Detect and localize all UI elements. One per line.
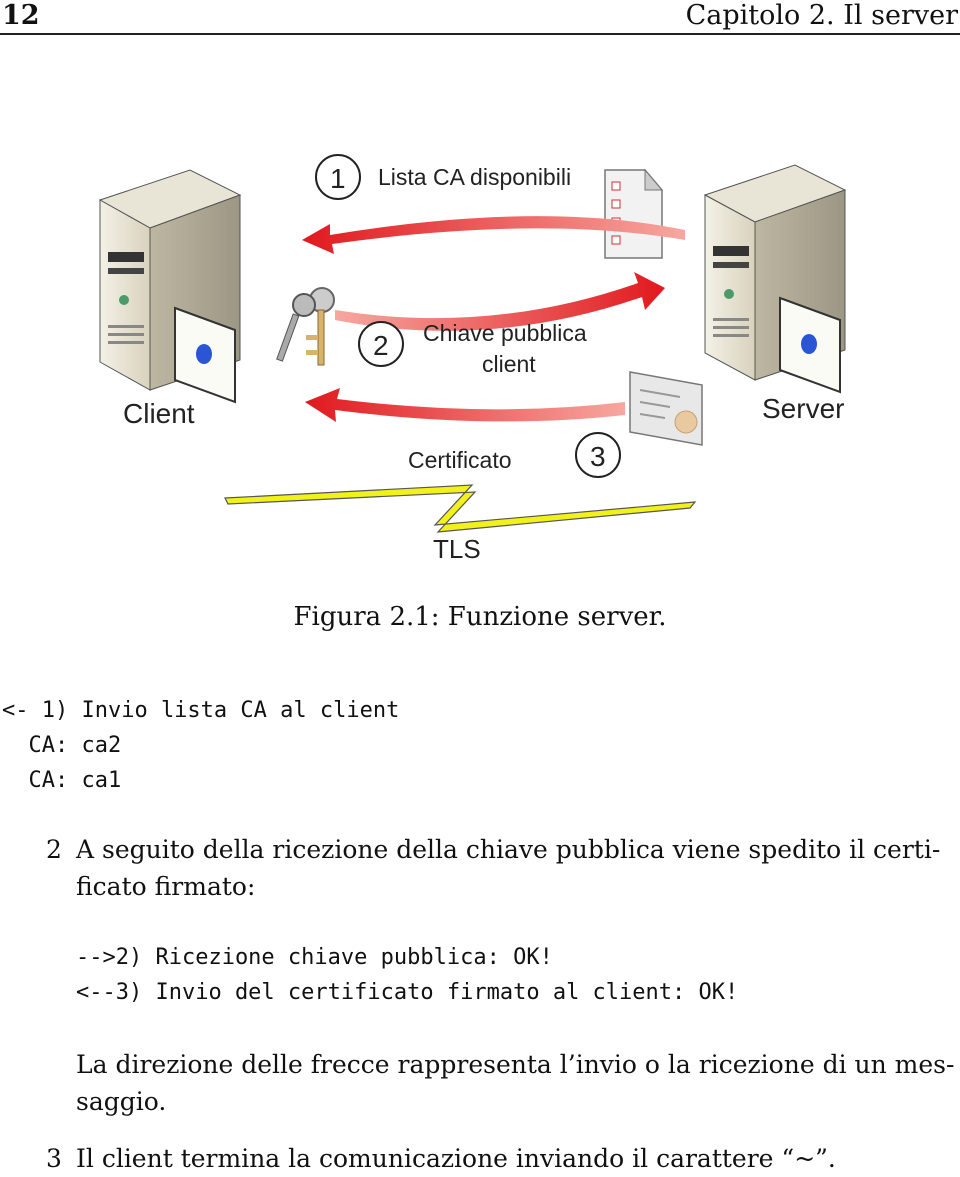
step-3-circle — [575, 432, 621, 478]
step-2-number: 2 — [373, 330, 389, 361]
list-number: 3 — [46, 1144, 62, 1173]
text-line: ficato firmato: — [76, 872, 256, 901]
text-line: A seguito della ricezione della chiave p… — [76, 835, 941, 864]
tls-handshake-figure: Client Server 1 Lista CA disponibili — [98, 154, 847, 564]
step-2-circle — [358, 321, 404, 367]
text-line: saggio. — [76, 1087, 167, 1116]
step-3-label: Certificato — [408, 447, 512, 473]
client-server-icon — [98, 169, 242, 404]
figure-caption: Figura 2.1: Funzione server. — [293, 602, 667, 632]
step-2-label-line1: Chiave pubblica — [423, 320, 587, 346]
step-2-label-line2: client — [482, 351, 536, 377]
list-number: 2 — [46, 835, 62, 864]
code-line: <- 1) Invio lista CA al client — [2, 698, 400, 723]
arrow-server-to-client-3 — [305, 388, 625, 422]
client-label: Client — [123, 398, 195, 429]
document-list-icon — [604, 168, 664, 259]
paragraph: La direzione delle frecce rappresenta l’… — [76, 1046, 954, 1120]
certificate-icon — [629, 371, 703, 446]
step-1-number: 1 — [330, 163, 346, 194]
list-item-text: Il client termina la comunicazione invia… — [76, 1144, 836, 1173]
server-machine-icon — [703, 164, 847, 394]
tls-lightning-icon — [224, 484, 697, 533]
code-line: -->2) Ricezione chiave pubblica: OK! — [76, 945, 553, 970]
text-line: La direzione delle frecce rappresenta l’… — [76, 1050, 955, 1079]
step-1-label: Lista CA disponibili — [378, 164, 571, 190]
code-line: CA: ca2 — [2, 733, 122, 758]
page-number: 12 — [2, 0, 40, 31]
running-title: Capitolo 2. Il server — [685, 0, 958, 31]
arrow-server-to-client-1 — [302, 216, 685, 254]
step-3-number: 3 — [590, 441, 606, 472]
header-rule — [0, 33, 960, 35]
code-line: CA: ca1 — [2, 768, 122, 793]
code-line: <--3) Invio del certificato firmato al c… — [76, 980, 739, 1005]
arrow-client-to-server-2 — [335, 272, 665, 331]
keys-icon — [276, 287, 335, 366]
step-1-circle — [315, 154, 361, 200]
server-label: Server — [762, 393, 844, 424]
list-item-text: A seguito della ricezione della chiave p… — [76, 831, 940, 905]
page-header: 12 Capitolo 2. Il server — [0, 0, 960, 38]
tls-label: TLS — [433, 534, 481, 564]
